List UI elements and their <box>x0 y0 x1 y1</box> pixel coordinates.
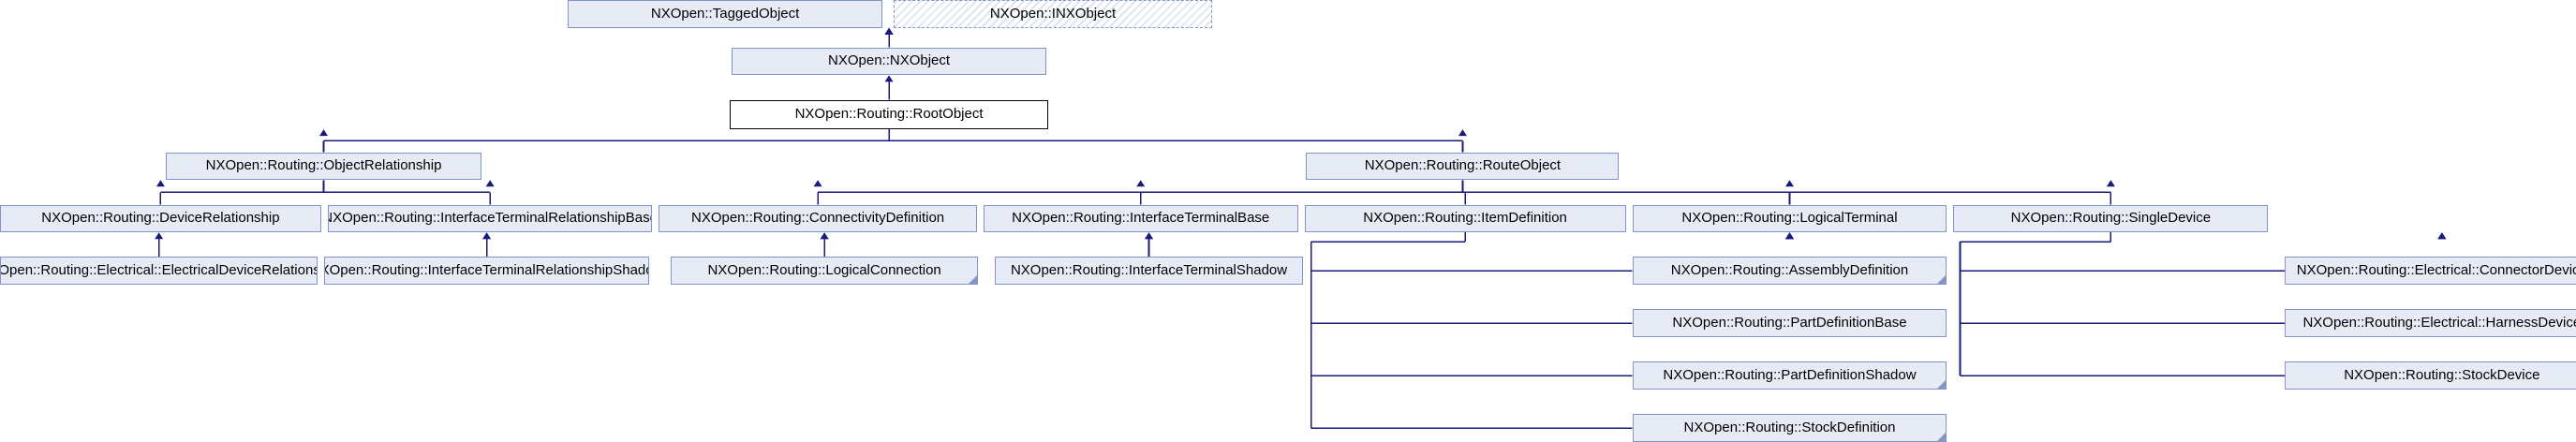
class-node-stockdevice[interactable]: NXOpen::Routing::StockDevice <box>2284 361 2576 390</box>
class-node-objectrelationship[interactable]: NXOpen::Routing::ObjectRelationship <box>165 152 482 181</box>
class-node-label: NXOpen::Routing::InterfaceTerminalRelati… <box>324 262 649 279</box>
class-node-label: NXOpen::INXObject <box>989 5 1117 22</box>
class-node-label: NXOpen::Routing::LogicalTerminal <box>1681 210 1898 227</box>
class-node-connectivitydefinition[interactable]: NXOpen::Routing::ConnectivityDefinition <box>659 204 977 233</box>
class-node-label: NXOpen::Routing::PartDefinitionShadow <box>1663 366 1917 383</box>
class-node-interfaceterminalshadow[interactable]: NXOpen::Routing::InterfaceTerminalShadow <box>995 257 1303 286</box>
class-node-label: NXOpen::TaggedObject <box>650 5 800 22</box>
class-node-routeobject[interactable]: NXOpen::Routing::RouteObject <box>1306 152 1620 181</box>
class-node-logicalterminal[interactable]: NXOpen::Routing::LogicalTerminal <box>1632 204 1947 233</box>
class-node-devicerelationship[interactable]: NXOpen::Routing::DeviceRelationship <box>0 204 321 233</box>
class-node-partdefinitionbase[interactable]: NXOpen::Routing::PartDefinitionBase <box>1632 309 1947 338</box>
class-node-label: NXOpen::Routing::Electrical::HarnessDevi… <box>2302 314 2576 331</box>
class-node-label: NXOpen::Routing::ObjectRelationship <box>205 157 442 174</box>
class-node-label: NXOpen::Routing::PartDefinitionBase <box>1672 314 1907 331</box>
class-node-nxobject[interactable]: NXOpen::NXObject <box>732 47 1046 76</box>
class-node-inxobject[interactable]: NXOpen::INXObject <box>894 0 1212 28</box>
class-node-label: NXOpen::Routing::StockDevice <box>2344 366 2540 383</box>
class-node-partdefinitionshadow[interactable]: NXOpen::Routing::PartDefinitionShadow <box>1632 361 1947 390</box>
class-node-rootobject[interactable]: NXOpen::Routing::RootObject <box>730 99 1048 130</box>
class-node-label: NXOpen::Routing::InterfaceTerminalBase <box>1012 210 1270 227</box>
class-node-label: NXOpen::Routing::Electrical::ElectricalD… <box>1 262 317 279</box>
class-node-interfaceterminalbase[interactable]: NXOpen::Routing::InterfaceTerminalBase <box>983 204 1298 233</box>
class-node-electricaldevicerelationship[interactable]: NXOpen::Routing::Electrical::ElectricalD… <box>0 257 318 286</box>
class-node-itemdefinition[interactable]: NXOpen::Routing::ItemDefinition <box>1304 204 1626 233</box>
class-node-assemblydefinition[interactable]: NXOpen::Routing::AssemblyDefinition <box>1632 257 1947 286</box>
class-node-singledevice[interactable]: NXOpen::Routing::SingleDevice <box>1953 204 2269 233</box>
class-node-connectordevice[interactable]: NXOpen::Routing::Electrical::ConnectorDe… <box>2284 257 2576 286</box>
class-node-label: NXOpen::Routing::RouteObject <box>1364 157 1562 174</box>
class-node-interfaceterminalrelationshipbase[interactable]: NXOpen::Routing::InterfaceTerminalRelati… <box>327 204 653 233</box>
class-node-label: NXOpen::Routing::RootObject <box>794 106 984 123</box>
class-node-interfaceterminalrelationshipshadow[interactable]: NXOpen::Routing::InterfaceTerminalRelati… <box>324 257 649 286</box>
class-node-logicalconnection[interactable]: NXOpen::Routing::LogicalConnection <box>670 257 979 286</box>
class-node-label: NXOpen::Routing::ItemDefinition <box>1363 210 1567 227</box>
class-node-label: NXOpen::Routing::Electrical::ConnectorDe… <box>2296 262 2576 279</box>
class-node-stockdefinition[interactable]: NXOpen::Routing::StockDefinition <box>1632 414 1947 442</box>
class-node-label: NXOpen::Routing::InterfaceTerminalRelati… <box>327 210 653 227</box>
class-node-label: NXOpen::NXObject <box>828 52 951 69</box>
class-node-label: NXOpen::Routing::ConnectivityDefinition <box>690 210 945 227</box>
class-node-label: NXOpen::Routing::InterfaceTerminalShadow <box>1010 262 1288 279</box>
class-node-harnessdevice[interactable]: NXOpen::Routing::Electrical::HarnessDevi… <box>2284 309 2576 338</box>
class-node-label: NXOpen::Routing::StockDefinition <box>1683 419 1896 435</box>
class-node-label: NXOpen::Routing::DeviceRelationship <box>41 210 280 227</box>
class-node-label: NXOpen::Routing::AssemblyDefinition <box>1670 262 1909 279</box>
class-node-taggedobject[interactable]: NXOpen::TaggedObject <box>568 0 882 28</box>
class-node-label: NXOpen::Routing::LogicalConnection <box>707 262 941 279</box>
class-node-label: NXOpen::Routing::SingleDevice <box>2010 210 2212 227</box>
